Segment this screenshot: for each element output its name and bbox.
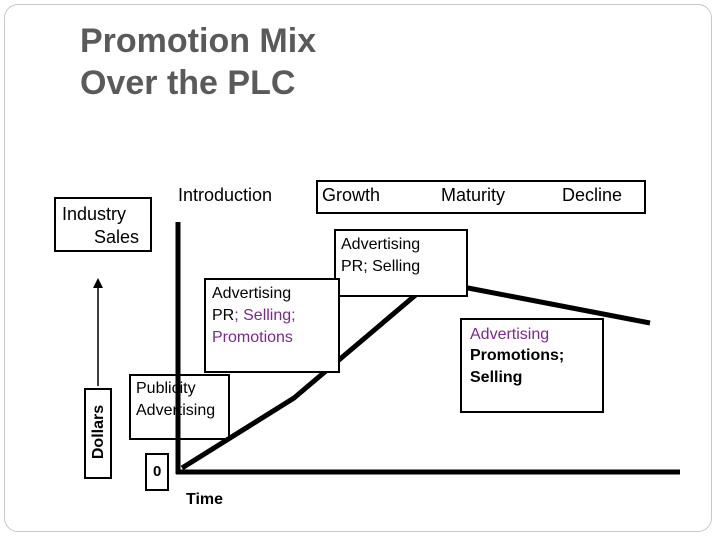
intro-line-1: Publicity bbox=[136, 380, 196, 397]
stage-introduction: Introduction bbox=[178, 185, 273, 205]
maturity-line-3: Selling bbox=[470, 369, 523, 386]
late-growth-pr: PR bbox=[341, 258, 364, 275]
origin-label: 0 bbox=[153, 463, 162, 480]
late-growth-line-1: Advertising bbox=[341, 236, 421, 253]
late-growth-selling: ; Selling bbox=[363, 258, 421, 275]
title-line-1: Promotion Mix bbox=[80, 22, 317, 60]
early-growth-selling: ; Selling; bbox=[234, 307, 296, 324]
intro-line-2: Advertising bbox=[136, 402, 216, 419]
title-line-2: Over the PLC bbox=[80, 64, 296, 102]
dollars-arrow-head bbox=[93, 278, 103, 288]
early-growth-line-2: PR; Selling; bbox=[212, 307, 296, 325]
dollars-box: Dollars bbox=[84, 388, 112, 479]
stage-header-border bbox=[316, 180, 646, 214]
stage-maturity: Maturity bbox=[441, 185, 506, 205]
time-label: Time bbox=[186, 491, 224, 508]
early-growth-line-3: Promotions bbox=[212, 329, 293, 346]
maturity-line-2: Promotions; bbox=[470, 347, 565, 364]
early-growth-mix-box: Advertising PR; Selling; Promotions bbox=[204, 278, 340, 373]
dollars-label: Dollars bbox=[90, 404, 107, 460]
industry-sales-box: Industry Sales bbox=[54, 197, 152, 252]
stage-decline: Decline bbox=[562, 185, 623, 205]
early-growth-pr: PR bbox=[212, 307, 235, 324]
late-growth-mix-box: Advertising PR; Selling bbox=[334, 229, 468, 297]
slide-frame bbox=[4, 4, 712, 532]
slide-title: Promotion Mix Over the PLC bbox=[80, 20, 316, 104]
stage-growth: Growth bbox=[322, 185, 381, 205]
late-growth-line-2: PR; Selling bbox=[341, 258, 420, 276]
maturity-line-1: Advertising bbox=[470, 326, 550, 343]
origin-box: 0 bbox=[145, 453, 169, 491]
maturity-decline-mix-box: Advertising Promotions; Selling bbox=[460, 318, 604, 413]
sales-label: Sales bbox=[94, 227, 140, 247]
early-growth-line-1: Advertising bbox=[212, 285, 292, 302]
industry-label: Industry bbox=[62, 204, 127, 224]
introduction-mix-box: Publicity Advertising bbox=[129, 374, 230, 440]
